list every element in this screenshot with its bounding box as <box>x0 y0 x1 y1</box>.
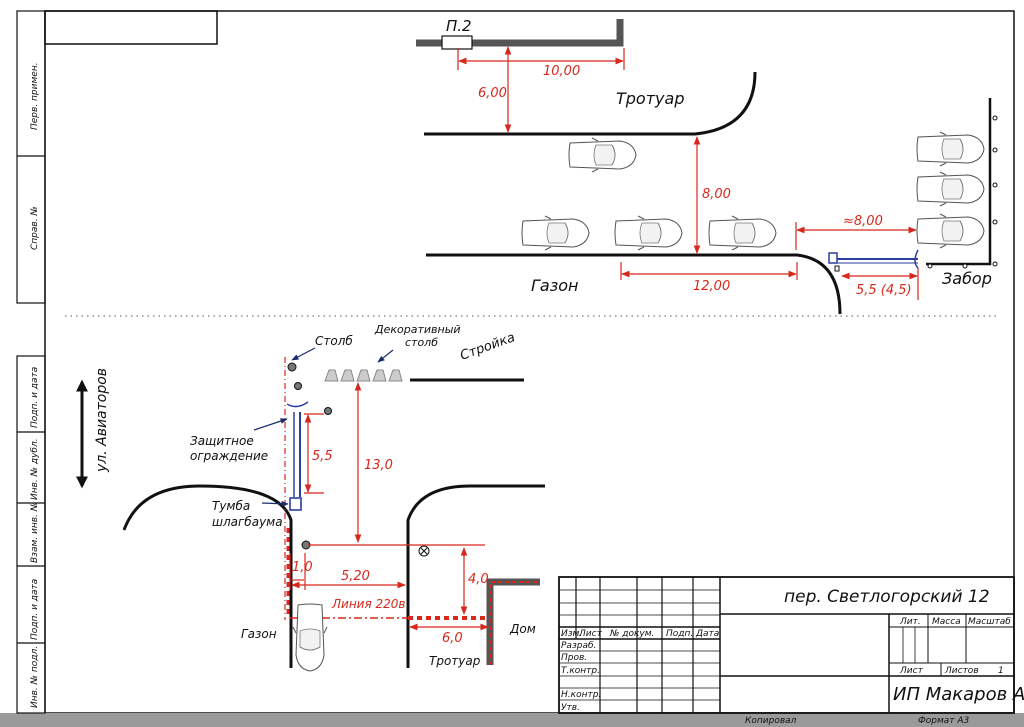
stamp-vzam-inv: Взам. инв. № <box>30 502 40 563</box>
car-icon <box>916 131 985 167</box>
label-cabinet-2: шлагбаума <box>212 515 283 529</box>
title-address: пер. Светлогорский 12 <box>784 587 990 607</box>
lit-label: Лит. <box>899 617 921 627</box>
label-deco-pillar-1: Декоративный <box>374 323 461 336</box>
stamp-inv-podl: Инв. № подл. <box>30 646 40 708</box>
dim-10: 10,00 <box>543 64 580 79</box>
stamp-inv-dubl: Инв. № дубл. <box>30 438 40 500</box>
role-utv: Утв. <box>561 703 580 713</box>
scale-label: Масштаб <box>968 617 1011 627</box>
bottom-plan: ул. Авиаторов <box>76 323 545 672</box>
label-lawn-bottom: Газон <box>241 627 277 641</box>
dim-52: 5,20 <box>341 569 370 584</box>
copied-label: Копировал <box>745 716 797 726</box>
stamp-podp-data-2: Подп. и дата <box>30 579 40 640</box>
pole-p2-label: П.2 <box>446 17 472 35</box>
label-sidewalk-top: Тротуар <box>616 89 684 108</box>
dim-approx-8: ≈8,00 <box>843 214 883 229</box>
car-icon <box>916 171 985 207</box>
label-fence: Забор <box>942 269 992 288</box>
pole-p2-box <box>441 35 473 50</box>
label-guard-1: Защитное <box>190 434 254 448</box>
dim-6-bottom: 6,0 <box>442 631 463 646</box>
title-author: ИП Макаров А.А. <box>893 684 1024 705</box>
rev-header-dokum: № докум. <box>609 629 654 639</box>
car-icon <box>708 215 777 251</box>
label-lawn-top: Газон <box>531 276 578 295</box>
dim-6: 6,00 <box>478 86 507 101</box>
format-label: Формат А3 <box>918 716 970 726</box>
dim-8: 8,00 <box>702 187 731 202</box>
sheet-frame <box>44 10 1015 714</box>
dim-12: 12,00 <box>693 279 730 294</box>
label-construction: Стройка <box>458 330 517 364</box>
dim-13: 13,0 <box>364 458 393 473</box>
rev-header-podp: Подп. <box>666 629 693 639</box>
mass-label: Масса <box>932 617 961 627</box>
stamp-podp-data-1: Подп. и дата <box>30 367 40 428</box>
rev-header-list: Лист <box>578 629 603 639</box>
dim-55-bottom: 5,5 <box>312 449 333 464</box>
top-left-box <box>44 10 218 45</box>
car-icon <box>292 603 328 672</box>
sheets-label: Листов <box>944 666 979 676</box>
title-block <box>558 576 1015 714</box>
car-icon <box>614 215 683 251</box>
role-nkontr: Н.контр. <box>561 690 601 700</box>
label-street: ул. Авиаторов <box>94 368 110 473</box>
sheet-label: Лист <box>899 666 924 676</box>
role-prov: Пров. <box>561 653 587 663</box>
label-pillar: Столб <box>315 334 353 348</box>
bottom-edge-bar <box>0 713 1024 727</box>
label-deco-pillar-2: столб <box>405 336 438 349</box>
label-house: Дом <box>509 622 536 636</box>
label-sidewalk-bottom: Тротуар <box>429 654 481 668</box>
rev-header-data: Дата <box>695 629 719 639</box>
label-guard-2: ограждение <box>190 449 268 463</box>
role-tkontr: Т.контр. <box>561 666 600 676</box>
label-power-line: Линия 220в <box>331 597 405 611</box>
car-icon <box>521 215 590 251</box>
dim-1: 1,0 <box>292 560 313 575</box>
rev-header-izm: Изм. <box>561 629 582 639</box>
label-cabinet-1: Тумба <box>212 499 250 513</box>
sheets-value: 1 <box>998 666 1004 676</box>
role-razrab: Разраб. <box>561 641 596 651</box>
car-icon <box>568 137 637 173</box>
dim-4: 4,0 <box>468 572 489 587</box>
stamp-sprav-no: Справ. № <box>30 206 40 250</box>
side-stamp <box>16 10 46 714</box>
dim-55-45: 5,5 (4,5) <box>856 283 912 298</box>
top-plan: П.2 <box>416 17 998 315</box>
car-icon <box>916 213 985 249</box>
stamp-perv-primen: Перв. примен. <box>30 62 40 130</box>
